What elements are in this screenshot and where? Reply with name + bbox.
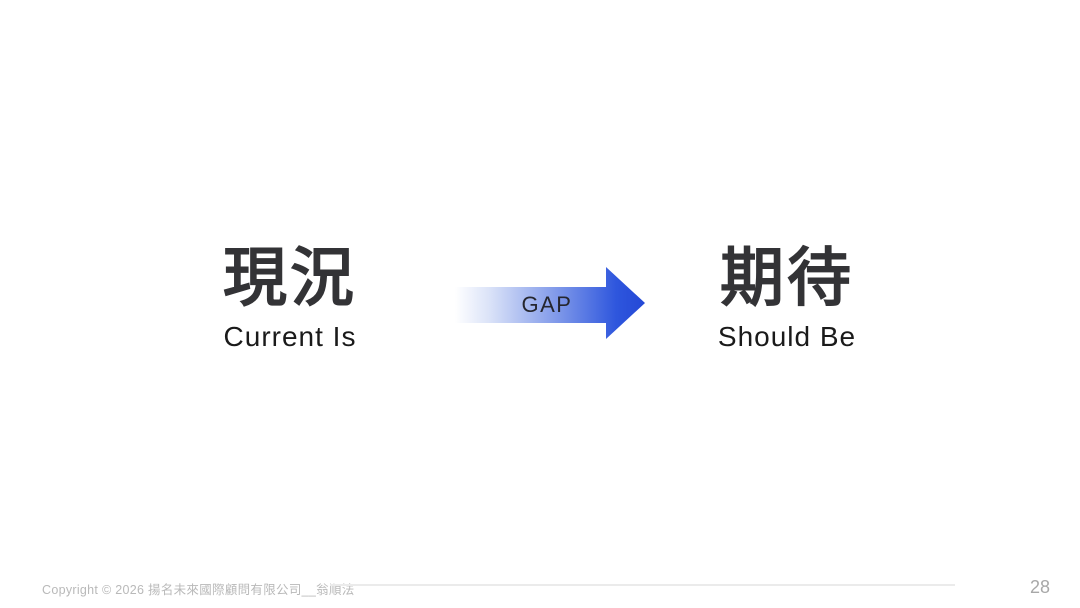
current-state-title-en: Current Is — [223, 321, 357, 353]
footer-divider-line — [330, 584, 955, 586]
current-state-title-zh: 現況 — [223, 242, 357, 314]
expected-state-block: 期待 Should Be — [627, 243, 947, 353]
page-number: 28 — [1029, 577, 1050, 597]
expected-state-title-zh: 期待 — [720, 242, 854, 314]
gap-label: GAP — [522, 292, 573, 317]
right-arrow-icon: GAP — [455, 267, 645, 339]
current-state-block: 現況 Current Is — [130, 243, 450, 353]
gap-arrow: GAP — [455, 265, 645, 341]
expected-state-title-en: Should Be — [717, 321, 857, 353]
copyright-text: Copyright © 2026 揚名未來國際顧問有限公司__翁順法 — [42, 583, 355, 597]
arrow-shape — [455, 267, 645, 339]
